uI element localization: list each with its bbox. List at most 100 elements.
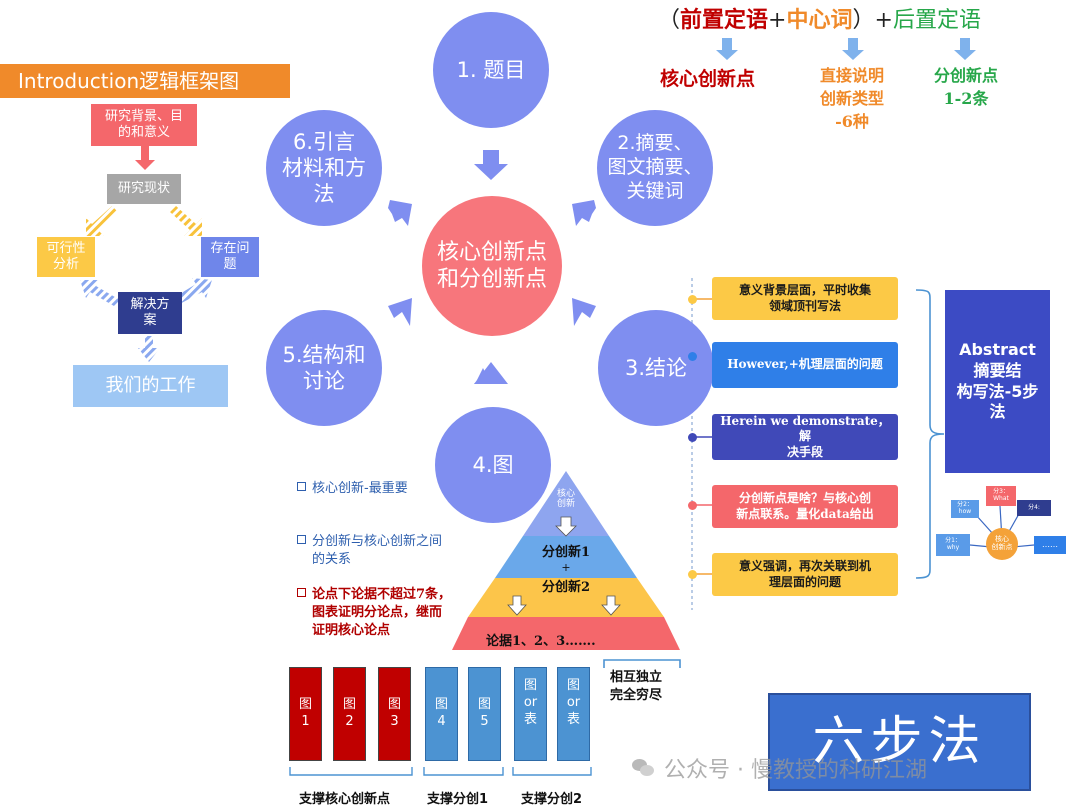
abstract-step-3-line1: Herein we demonstrate，解 xyxy=(720,413,890,444)
mece-bracket xyxy=(603,659,681,668)
intro-status-box: 研究现状 xyxy=(107,174,181,204)
formula-close-paren: ） xyxy=(852,8,875,33)
six-step-badge: 六步法 xyxy=(768,693,1031,791)
hub-circle-abstract: 2.摘要、图文摘要、关键词 xyxy=(597,110,713,226)
formula-plus-2: + xyxy=(874,8,893,33)
pyramid-sub2-label: 分创新2 xyxy=(541,580,591,595)
abstract-step-3: Herein we demonstrate，解决手段 xyxy=(712,414,898,460)
mini-map-node-why-line2: why xyxy=(946,544,960,551)
figure-label-core: 支撑核心创新点 xyxy=(299,792,391,807)
mini-map-node-what: 分3：What xyxy=(986,486,1016,506)
formula-head-word: 中心词 xyxy=(786,7,853,33)
intro-solution-line1: 解决方 xyxy=(130,296,170,312)
mini-map-node-how-line1: 分2： xyxy=(957,501,973,509)
formula-pre-modifier: 前置定语 xyxy=(680,7,769,33)
hub-center-line2: 和分创新点 xyxy=(436,267,547,292)
formula-label-core: 核心创新点 xyxy=(660,68,756,90)
abstract-step-1: 意义背景层面，平时收集领域顶刊写法 xyxy=(712,277,898,320)
mini-map-node-what-line2: What xyxy=(993,495,1009,502)
figure-box-1-line1: 图 xyxy=(298,697,312,713)
hub-circle-introduction: 6.引言材料和方法 xyxy=(266,110,382,226)
pyramid-sub1-label: 分创新1 xyxy=(541,545,591,560)
hub-circle-abstract-line3: 关键词 xyxy=(626,179,684,202)
formula-label-sub: 分创新点 1-2条 xyxy=(924,64,1008,110)
pyramid-evidence-label: 论据1、2、3……. xyxy=(486,634,596,649)
pyramid-plus-label: + xyxy=(561,561,571,574)
figure-bullet-evidence-line1: 论点下论据不超过7条， xyxy=(312,587,452,602)
six-step-badge-text: 六步法 xyxy=(812,711,987,772)
hub-circle-conclusion-label: 3.结论 xyxy=(624,355,688,380)
intro-feasibility-box: 可行性分析 xyxy=(37,237,95,277)
hub-circle-introduction-line1: 6.引言 xyxy=(292,129,356,154)
intro-problems-line1: 存在问 xyxy=(210,240,250,256)
formula-arrows xyxy=(716,38,976,60)
figure-box-6-line1: 图 xyxy=(523,678,537,693)
abstract-dot-2 xyxy=(688,352,697,361)
hub-circle-structure-line1: 5.结构和 xyxy=(282,342,366,367)
hub-circle-abstract-line1: 2.摘要、 xyxy=(617,132,693,155)
figure-bullet-evidence: 论点下论据不超过7条， 图表证明分论点，继而 证明核心论点 xyxy=(297,586,451,641)
abstract-step-5: 意义强调，再次关联到机理层面的问题 xyxy=(712,553,898,596)
intro-feasibility-line1: 可行性 xyxy=(46,240,86,256)
figure-box-4-line2: 4 xyxy=(437,714,446,729)
formula-label-type-line1: 直接说明 xyxy=(819,66,884,85)
figure-box-7-line1: 图 xyxy=(566,678,580,693)
figure-bullet-evidence-line2: 图表证明分论点，继而 xyxy=(312,605,443,621)
intro-title: Introduction逻辑框架图 xyxy=(0,64,290,98)
pyramid xyxy=(452,471,680,650)
intro-problems-line2: 题 xyxy=(223,257,237,272)
figure-box-4-line1: 图 xyxy=(434,697,448,713)
abstract-step-4-line1: 分创新点是啥？与核心创 xyxy=(738,490,871,505)
figure-bullet-relation-line2: 的关系 xyxy=(312,552,352,568)
bullet-square-icon xyxy=(297,482,306,491)
abstract-step-4-line2: 新点联系。量化data给出 xyxy=(736,506,874,521)
mini-map-node-more: …… xyxy=(1034,536,1066,554)
intro-solution-line2: 案 xyxy=(143,313,157,328)
mini-map-node-why: 分1：why xyxy=(936,534,970,556)
hub-circle-structure-line2: 讨论 xyxy=(302,369,345,393)
mini-map-node-how-line2: how xyxy=(958,508,972,515)
abstract-step-5-line1: 意义强调，再次关联到机 xyxy=(738,558,871,573)
hub-circle-abstract-line2: 图文摘要、 xyxy=(607,156,703,179)
figure-box-1-line2: 1 xyxy=(301,714,310,729)
abstract-dot-4 xyxy=(688,501,697,510)
mece-line2: 完全穷尽 xyxy=(610,687,663,703)
figure-bullet-core: 核心创新-最重要 xyxy=(297,480,408,498)
formula-label-type-line2: 创新类型 xyxy=(819,89,884,109)
abstract-title-line4: 法 xyxy=(989,402,1006,422)
bullet-square-icon xyxy=(297,535,306,544)
intro-our-work-box: 我们的工作 xyxy=(73,365,228,407)
figure-box-7-line3: 表 xyxy=(566,711,580,727)
figure-brackets xyxy=(289,767,592,776)
hub-center-line1: 核心创新点 xyxy=(436,239,547,265)
figure-bullet-evidence-line3: 证明核心论点 xyxy=(312,623,391,639)
figure-box-6-line3: 表 xyxy=(523,711,537,727)
abstract-dot-1 xyxy=(688,295,697,304)
abstract-dot-3 xyxy=(688,433,697,442)
watermark-text: 公众号 · 慢教授的科研江湖 xyxy=(664,758,927,783)
figure-box-3-line1: 图 xyxy=(387,697,401,713)
abstract-step-3-line2: 决手段 xyxy=(786,444,823,459)
hub-circle-introduction-line3: 法 xyxy=(313,182,335,207)
formula-label-sub-line2: 1-2条 xyxy=(943,89,989,109)
intro-background-line2: 的和意义 xyxy=(117,125,170,140)
intro-background-line1: 研究背景、目 xyxy=(104,108,183,124)
figure-box-7-line2: or xyxy=(566,694,581,710)
mece-label: 相互独立 完全穷尽 xyxy=(610,669,662,704)
abstract-title-line2: 摘要结 xyxy=(973,360,1022,380)
pyramid-top-line2: 创新 xyxy=(556,499,575,510)
figure-bullet-relation: 分创新与核心创新之间 的关系 xyxy=(297,533,442,569)
intro-solution-box: 解决方案 xyxy=(118,292,182,334)
pyramid-top-line1: 核心 xyxy=(556,489,575,499)
figure-label-sub1: 支撑分创1 xyxy=(427,792,489,807)
figure-box-5-line1: 图 xyxy=(477,697,491,713)
mini-map-node-why-line1: 分1： xyxy=(945,537,961,545)
pyramid-top-label: 核心 创新 xyxy=(544,489,588,510)
formula-label-type: 直接说明 创新类型 -6种 xyxy=(806,64,898,134)
abstract-step-2: However,+机理层面的问题 xyxy=(712,342,898,388)
